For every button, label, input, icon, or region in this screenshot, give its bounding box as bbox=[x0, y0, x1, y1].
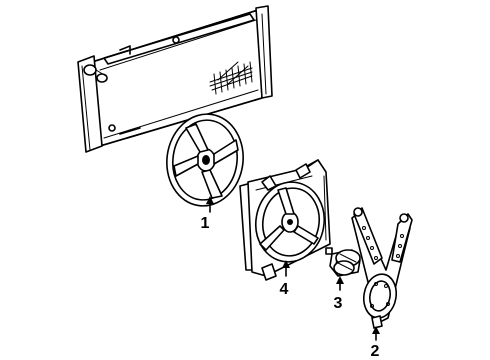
callout-1: 1 bbox=[201, 215, 210, 232]
fan-shroud bbox=[239, 159, 331, 281]
radiator-fins bbox=[209, 61, 253, 95]
fan-blade bbox=[166, 113, 244, 213]
callout-3: 3 bbox=[334, 295, 343, 312]
callout-4: 4 bbox=[280, 281, 289, 298]
radiator-left-tank bbox=[77, 55, 103, 153]
callout-2: 2 bbox=[371, 343, 380, 360]
bracket-holes bbox=[362, 226, 404, 308]
mounting-bracket bbox=[351, 207, 413, 341]
fan-motor bbox=[325, 247, 361, 291]
radiator-core bbox=[91, 9, 263, 147]
radiator bbox=[77, 5, 273, 153]
